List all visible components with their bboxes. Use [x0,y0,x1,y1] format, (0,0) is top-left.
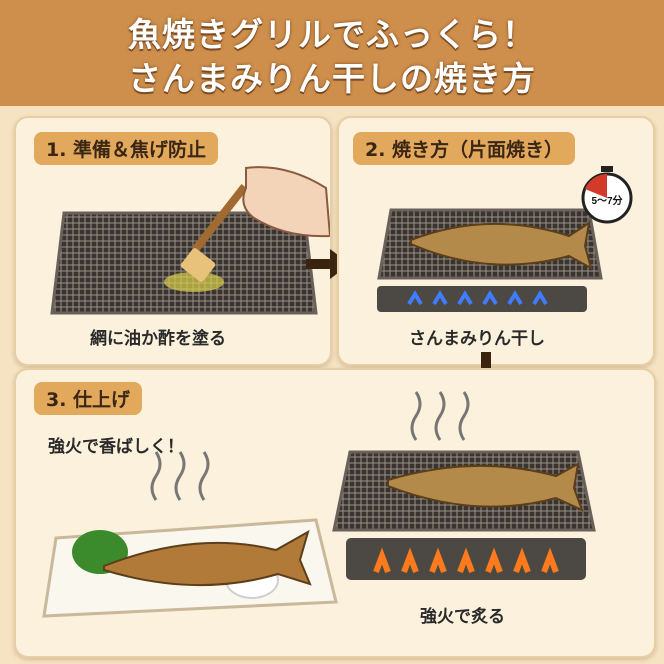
step-2-panel: 2. 焼き方（片面焼き） 5〜7分 さんまみりん干し [337,116,655,366]
finished-fish-illustration [42,391,596,618]
title-line-2: さんまみりん干しの焼き方 [128,59,536,98]
fish-icon [387,462,584,512]
header-banner: 魚焼きグリルでふっくら！ さんまみりん干しの焼き方 [0,0,664,106]
step-1-caption: 網に油か酢を塗る [90,329,226,349]
step-2-caption: さんまみりん干し [409,329,545,349]
timer-label: 5〜7分 [591,194,622,207]
step-3-panel: 3. 仕上げ 強火で香ばしく！ [14,368,656,658]
burner-tray-icon [377,286,587,312]
step-3-badge: 3. 仕上げ [34,382,143,415]
fish-icon [410,220,593,271]
hand-icon [242,166,330,238]
oiling-grill-illustration [50,166,330,315]
oil-puddle-icon [164,272,224,292]
title-line-1: 魚焼きグリルでふっくら！ [128,15,536,54]
step-3-note: 強火で香ばしく！ [48,437,184,457]
basting-brush-icon [180,184,248,282]
steam-icon [150,391,470,501]
step-3-caption: 強火で炙る [420,607,505,627]
burner-tray-icon [346,538,586,580]
fish-icon [103,529,312,587]
grilling-fish-illustration: 5〜7分 [377,166,633,312]
step-2-badge: 2. 焼き方（片面焼き） [353,132,576,165]
step-1-badge: 1. 準備＆焦げ防止 [34,132,219,165]
timer-icon [581,166,633,224]
step-1-panel: 1. 準備＆焦げ防止 網に油か酢を塗る [14,116,332,366]
